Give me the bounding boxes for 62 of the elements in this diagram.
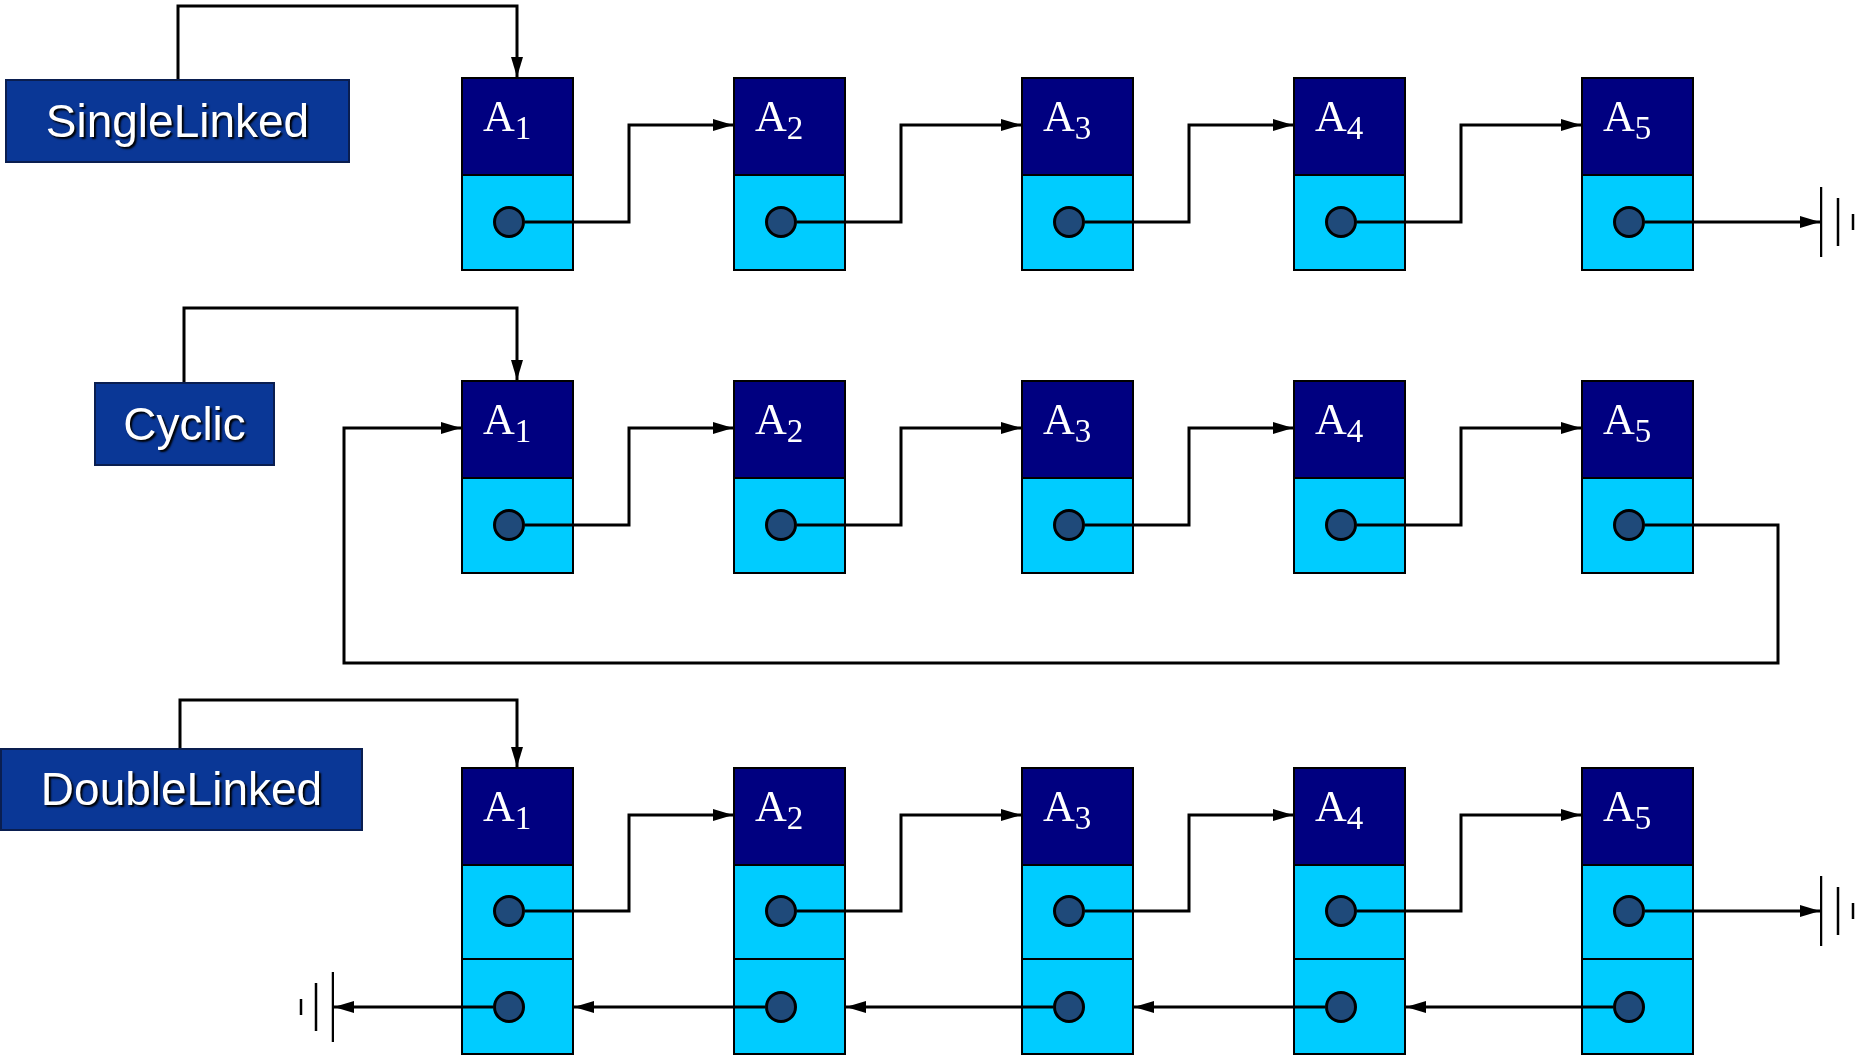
element-label: A$_{5}$ <box>1603 394 1653 446</box>
pointer-arrow <box>1134 1001 1325 1013</box>
element-label: A$_{2}$ <box>755 394 805 446</box>
element-label: A$_{3}$ <box>1043 781 1093 833</box>
list-node <box>1293 767 1406 1055</box>
list-node <box>733 380 846 574</box>
list-type-box <box>94 382 275 466</box>
list-node <box>1581 767 1694 1055</box>
list-node <box>733 77 846 271</box>
null-ground-symbol <box>298 971 334 1043</box>
list-type-label: SingleLinked <box>45 93 310 149</box>
pointer-arrow <box>1357 119 1581 224</box>
pointer-arrow <box>334 1001 493 1013</box>
element-label: A$_{1}$ <box>483 91 533 143</box>
pointer-arrow <box>797 809 1021 913</box>
pointer-arrow <box>178 698 523 767</box>
pointer-arrow <box>176 4 523 79</box>
pointer-arrow <box>1085 422 1293 527</box>
pointer-arrow <box>797 422 1021 527</box>
pointer-arrow <box>525 119 733 224</box>
element-label: A$_{1}$ <box>483 394 533 446</box>
list-type-label: Cyclic <box>123 396 246 452</box>
list-node <box>1581 77 1694 271</box>
null-ground-symbol <box>1820 875 1856 947</box>
pointer-arrow <box>574 1001 765 1013</box>
list-node <box>1293 77 1406 271</box>
element-label: A$_{1}$ <box>483 781 533 833</box>
pointer-arrow <box>342 422 1780 665</box>
element-label: A$_{4}$ <box>1315 781 1365 833</box>
list-node <box>1021 77 1134 271</box>
pointer-arrow <box>1645 216 1820 228</box>
element-label: A$_{3}$ <box>1043 91 1093 143</box>
element-label: A$_{4}$ <box>1315 91 1365 143</box>
pointer-arrow <box>525 422 733 527</box>
pointer-arrow <box>1645 905 1820 917</box>
list-node <box>1293 380 1406 574</box>
element-label: A$_{2}$ <box>755 91 805 143</box>
element-label: A$_{3}$ <box>1043 394 1093 446</box>
element-label: A$_{5}$ <box>1603 91 1653 143</box>
list-node <box>733 767 846 1055</box>
pointer-arrow <box>1085 809 1293 913</box>
list-node <box>461 77 574 271</box>
list-node <box>461 380 574 574</box>
element-label: A$_{4}$ <box>1315 394 1365 446</box>
element-label: A$_{5}$ <box>1603 781 1653 833</box>
pointer-arrow <box>797 119 1021 224</box>
list-node <box>461 767 574 1055</box>
pointer-arrow <box>182 306 523 382</box>
pointer-arrow <box>1357 422 1581 527</box>
list-node <box>1581 380 1694 574</box>
pointer-arrow <box>1085 119 1293 224</box>
list-node <box>1021 767 1134 1055</box>
list-type-box <box>0 748 363 831</box>
pointer-arrow <box>846 1001 1053 1013</box>
element-label: A$_{2}$ <box>755 781 805 833</box>
null-ground-symbol <box>1820 186 1856 258</box>
pointer-arrow <box>1406 1001 1613 1013</box>
pointer-arrow <box>525 809 733 913</box>
pointer-arrow <box>1357 809 1581 913</box>
list-node <box>1021 380 1134 574</box>
list-type-box <box>5 79 350 163</box>
list-type-label: DoubleLinked <box>40 762 323 817</box>
